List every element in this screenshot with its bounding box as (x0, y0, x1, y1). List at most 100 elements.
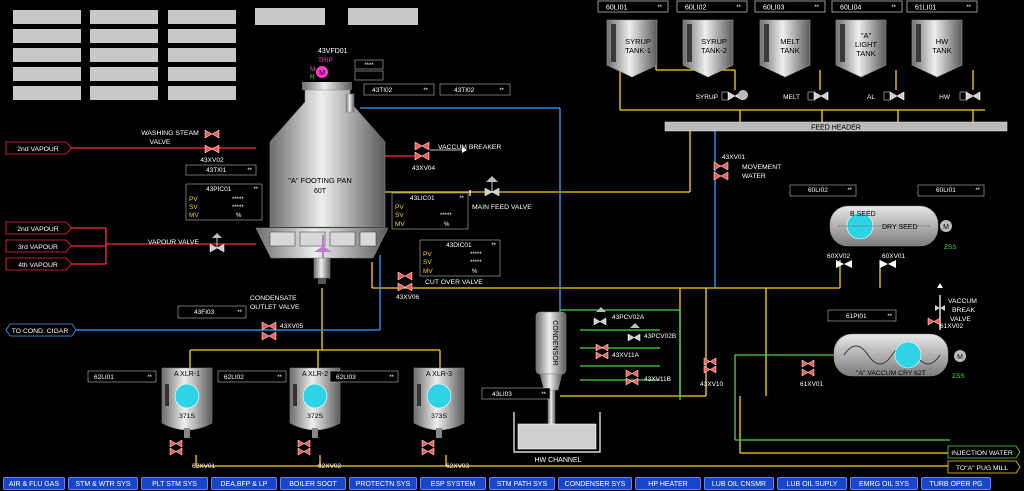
nav-tile[interactable] (90, 10, 158, 24)
crystallizer-3[interactable]: 62LI03 ** A XLR-3 373S 62XV03 (329, 367, 470, 470)
hw-valve[interactable]: HW (939, 91, 981, 101)
svg-text:**: ** (891, 5, 896, 11)
washing-steam-valve[interactable]: WASHING STEAM VALVE 43XV02 (141, 129, 224, 164)
nav-tile[interactable] (168, 67, 236, 81)
injection-water-tag[interactable]: INJECTION WATER (947, 445, 1021, 459)
tank-readout-1[interactable]: 60LI01 ** (597, 0, 669, 13)
cond-cigar-tag[interactable]: TO COND. CIGAR (5, 323, 77, 337)
xv10-valve[interactable]: 43XV10 (700, 357, 724, 388)
vapour-tag-3[interactable]: 3rd VAPOUR (5, 239, 72, 253)
motor-icon[interactable] (316, 66, 328, 78)
vaccum-crystallizer[interactable]: 61PI01 ** "A" VACCUM CRY 62T M ZSS VACCU… (800, 283, 977, 388)
nav-tile[interactable] (168, 86, 236, 100)
vapour-tag-1[interactable]: 2nd VAPOUR (5, 141, 72, 155)
movement-water-valve[interactable]: 43XV01 MOVEMENT WATER (713, 154, 781, 181)
svg-text:**: ** (814, 5, 819, 11)
melt-tank[interactable]: MELT TANK (759, 19, 811, 78)
condensate-outlet-valve[interactable]: CONDENSATE OUTLET VALVE 43XV05 (250, 295, 304, 341)
nav-boiler-soot[interactable]: BOILER SOOT (280, 477, 346, 490)
seed-tank[interactable]: 60LI02 ** 60LI01 ** B SEED DRY SEED M ZS… (789, 184, 985, 268)
svg-text:43XV01: 43XV01 (722, 154, 746, 161)
svg-text:4th VAPOUR: 4th VAPOUR (18, 262, 58, 269)
motor-icon[interactable] (940, 220, 952, 232)
svg-text:**: ** (389, 375, 394, 381)
motor-icon[interactable] (954, 350, 966, 362)
svg-text:"A": "A" (861, 31, 872, 40)
al-valve[interactable]: AL (867, 91, 905, 101)
nav-tile[interactable] (13, 86, 81, 100)
syrup-tank-1[interactable]: SYRUP TANK-1 (606, 19, 658, 78)
nav-lub-oil-cnsmr[interactable]: LUB OIL CNSMR (704, 477, 774, 490)
svg-text:43FI03: 43FI03 (194, 309, 215, 316)
nav-grid-panel (13, 8, 418, 100)
svg-text:**: ** (847, 188, 852, 194)
nav-turb-oper-pg[interactable]: TURB OPER PG (921, 477, 991, 490)
syrup-tank-2[interactable]: SYRUP TANK-2 (682, 19, 734, 78)
nav-tile[interactable] (90, 48, 158, 62)
nav-emrg-oil-sys[interactable]: EMRG OIL SYS (850, 477, 918, 490)
condensor[interactable]: CONDENSOR HW CHANNEL (513, 311, 601, 464)
svg-text:62XV01: 62XV01 (192, 463, 216, 470)
a-light-tank[interactable]: "A" LIGHT TANK (835, 19, 887, 78)
xv11b-valve[interactable]: 43XV11B (625, 369, 671, 386)
nav-esp-system[interactable]: ESP SYSTEM (420, 477, 486, 490)
nav-tile[interactable] (13, 48, 81, 62)
dic01-controller[interactable]: 43DIC01 ** PV SV MV ***** ***** % (419, 239, 501, 277)
lic01-controller[interactable]: 43LIC01 ** PV SV MV ***** % (391, 192, 469, 230)
nav-stm-path-sys[interactable]: STM PATH SYS (489, 477, 555, 490)
ti01-readout[interactable]: 43TI01 ** (185, 164, 257, 176)
pic01-controller[interactable]: 43PIC01 ** PV SV MV ***** ***** % (185, 183, 263, 221)
nav-hp-heater[interactable]: HP HEATER (635, 477, 701, 490)
nav-tile[interactable] (13, 67, 81, 81)
top-tile[interactable] (255, 8, 325, 25)
top-tile[interactable] (348, 8, 418, 25)
xv11a-valve[interactable]: 43XV11A (595, 343, 640, 360)
nav-tile[interactable] (90, 86, 158, 100)
pug-mill-tag[interactable]: TO"A" PUG MILL (947, 460, 1021, 474)
nav-tile[interactable] (13, 10, 81, 24)
vfd-block[interactable]: 43VFD01 TRIP M M R **** (310, 48, 384, 81)
melt-valve[interactable]: MELT (783, 91, 829, 101)
nav-stm-wtr-sys[interactable]: STM & WTR SYS (68, 477, 138, 490)
fi03-readout[interactable]: 43FI03 ** (177, 305, 247, 319)
nav-tile[interactable] (90, 29, 158, 43)
footing-pan[interactable]: "A" FOOTING PAN 60T (255, 82, 389, 284)
tank-readout-5[interactable]: 61LI01 ** (906, 0, 978, 13)
nav-lub-oil-suply[interactable]: LUB OIL SUPLY (777, 477, 847, 490)
nav-dea-bfp-lp[interactable]: DEA,BFP & LP (211, 477, 277, 490)
ti02-readout[interactable]: 43TI02 ** (363, 83, 435, 96)
svg-text:*****: ***** (440, 213, 452, 219)
crystallizer-1[interactable]: 62LI01 ** A XLR-1 371S 62XV01 (87, 367, 216, 470)
svg-text:60LI01: 60LI01 (606, 5, 628, 12)
vapour-tag-4[interactable]: 4th VAPOUR (5, 257, 72, 271)
svg-text:43DIC01: 43DIC01 (446, 242, 472, 249)
nav-tile[interactable] (168, 29, 236, 43)
svg-text:60LI02: 60LI02 (808, 187, 828, 194)
vaccum-breaker-valve[interactable]: 43XV04 VACCUM BREAKER (412, 141, 501, 172)
tank-readout-3[interactable]: 60LI03 ** (754, 0, 826, 13)
nav-protectn-sys[interactable]: PROTECTN SYS (349, 477, 417, 490)
nav-tile[interactable] (168, 48, 236, 62)
nav-air-flu-gas[interactable]: AIR & FLU GAS (3, 477, 65, 490)
ti02b-readout[interactable]: 43TI02 ** (439, 83, 511, 96)
vapour-tag-2[interactable]: 2nd VAPOUR (5, 221, 72, 235)
tank-readout-4[interactable]: 60LI04 ** (831, 0, 903, 13)
nav-tile[interactable] (90, 67, 158, 81)
nav-tile[interactable] (168, 10, 236, 24)
pcv02b-valve[interactable]: 43PCV02B (627, 323, 676, 342)
cut-over-valve[interactable]: 43XV06 CUT OVER VALVE (396, 271, 483, 301)
vapour-valve[interactable] (209, 233, 225, 253)
vapour-valve-label: VAPOUR VALVE (148, 239, 199, 246)
nav-plt-stm-sys[interactable]: PLT STM SYS (141, 477, 208, 490)
nav-condenser-sys[interactable]: CONDENSER SYS (558, 477, 632, 490)
svg-text:43TI02: 43TI02 (372, 87, 393, 94)
svg-text:2nd VAPOUR: 2nd VAPOUR (17, 226, 59, 233)
tank-readout-2[interactable]: 60LI02 ** (676, 0, 748, 13)
main-feed-valve[interactable]: MAIN FEED VALVE (472, 176, 532, 211)
syrup-valve[interactable]: SYRUP (696, 90, 749, 101)
pcv02a-valve[interactable]: 43PCV02A (593, 307, 645, 326)
li03-readout[interactable]: 43LI03 ** (481, 387, 551, 400)
hw-tank[interactable]: HW TANK (911, 19, 963, 78)
crystallizer-2[interactable]: 62LI02 ** A XLR-2 372S 62XV02 (217, 367, 342, 470)
nav-tile[interactable] (13, 29, 81, 43)
